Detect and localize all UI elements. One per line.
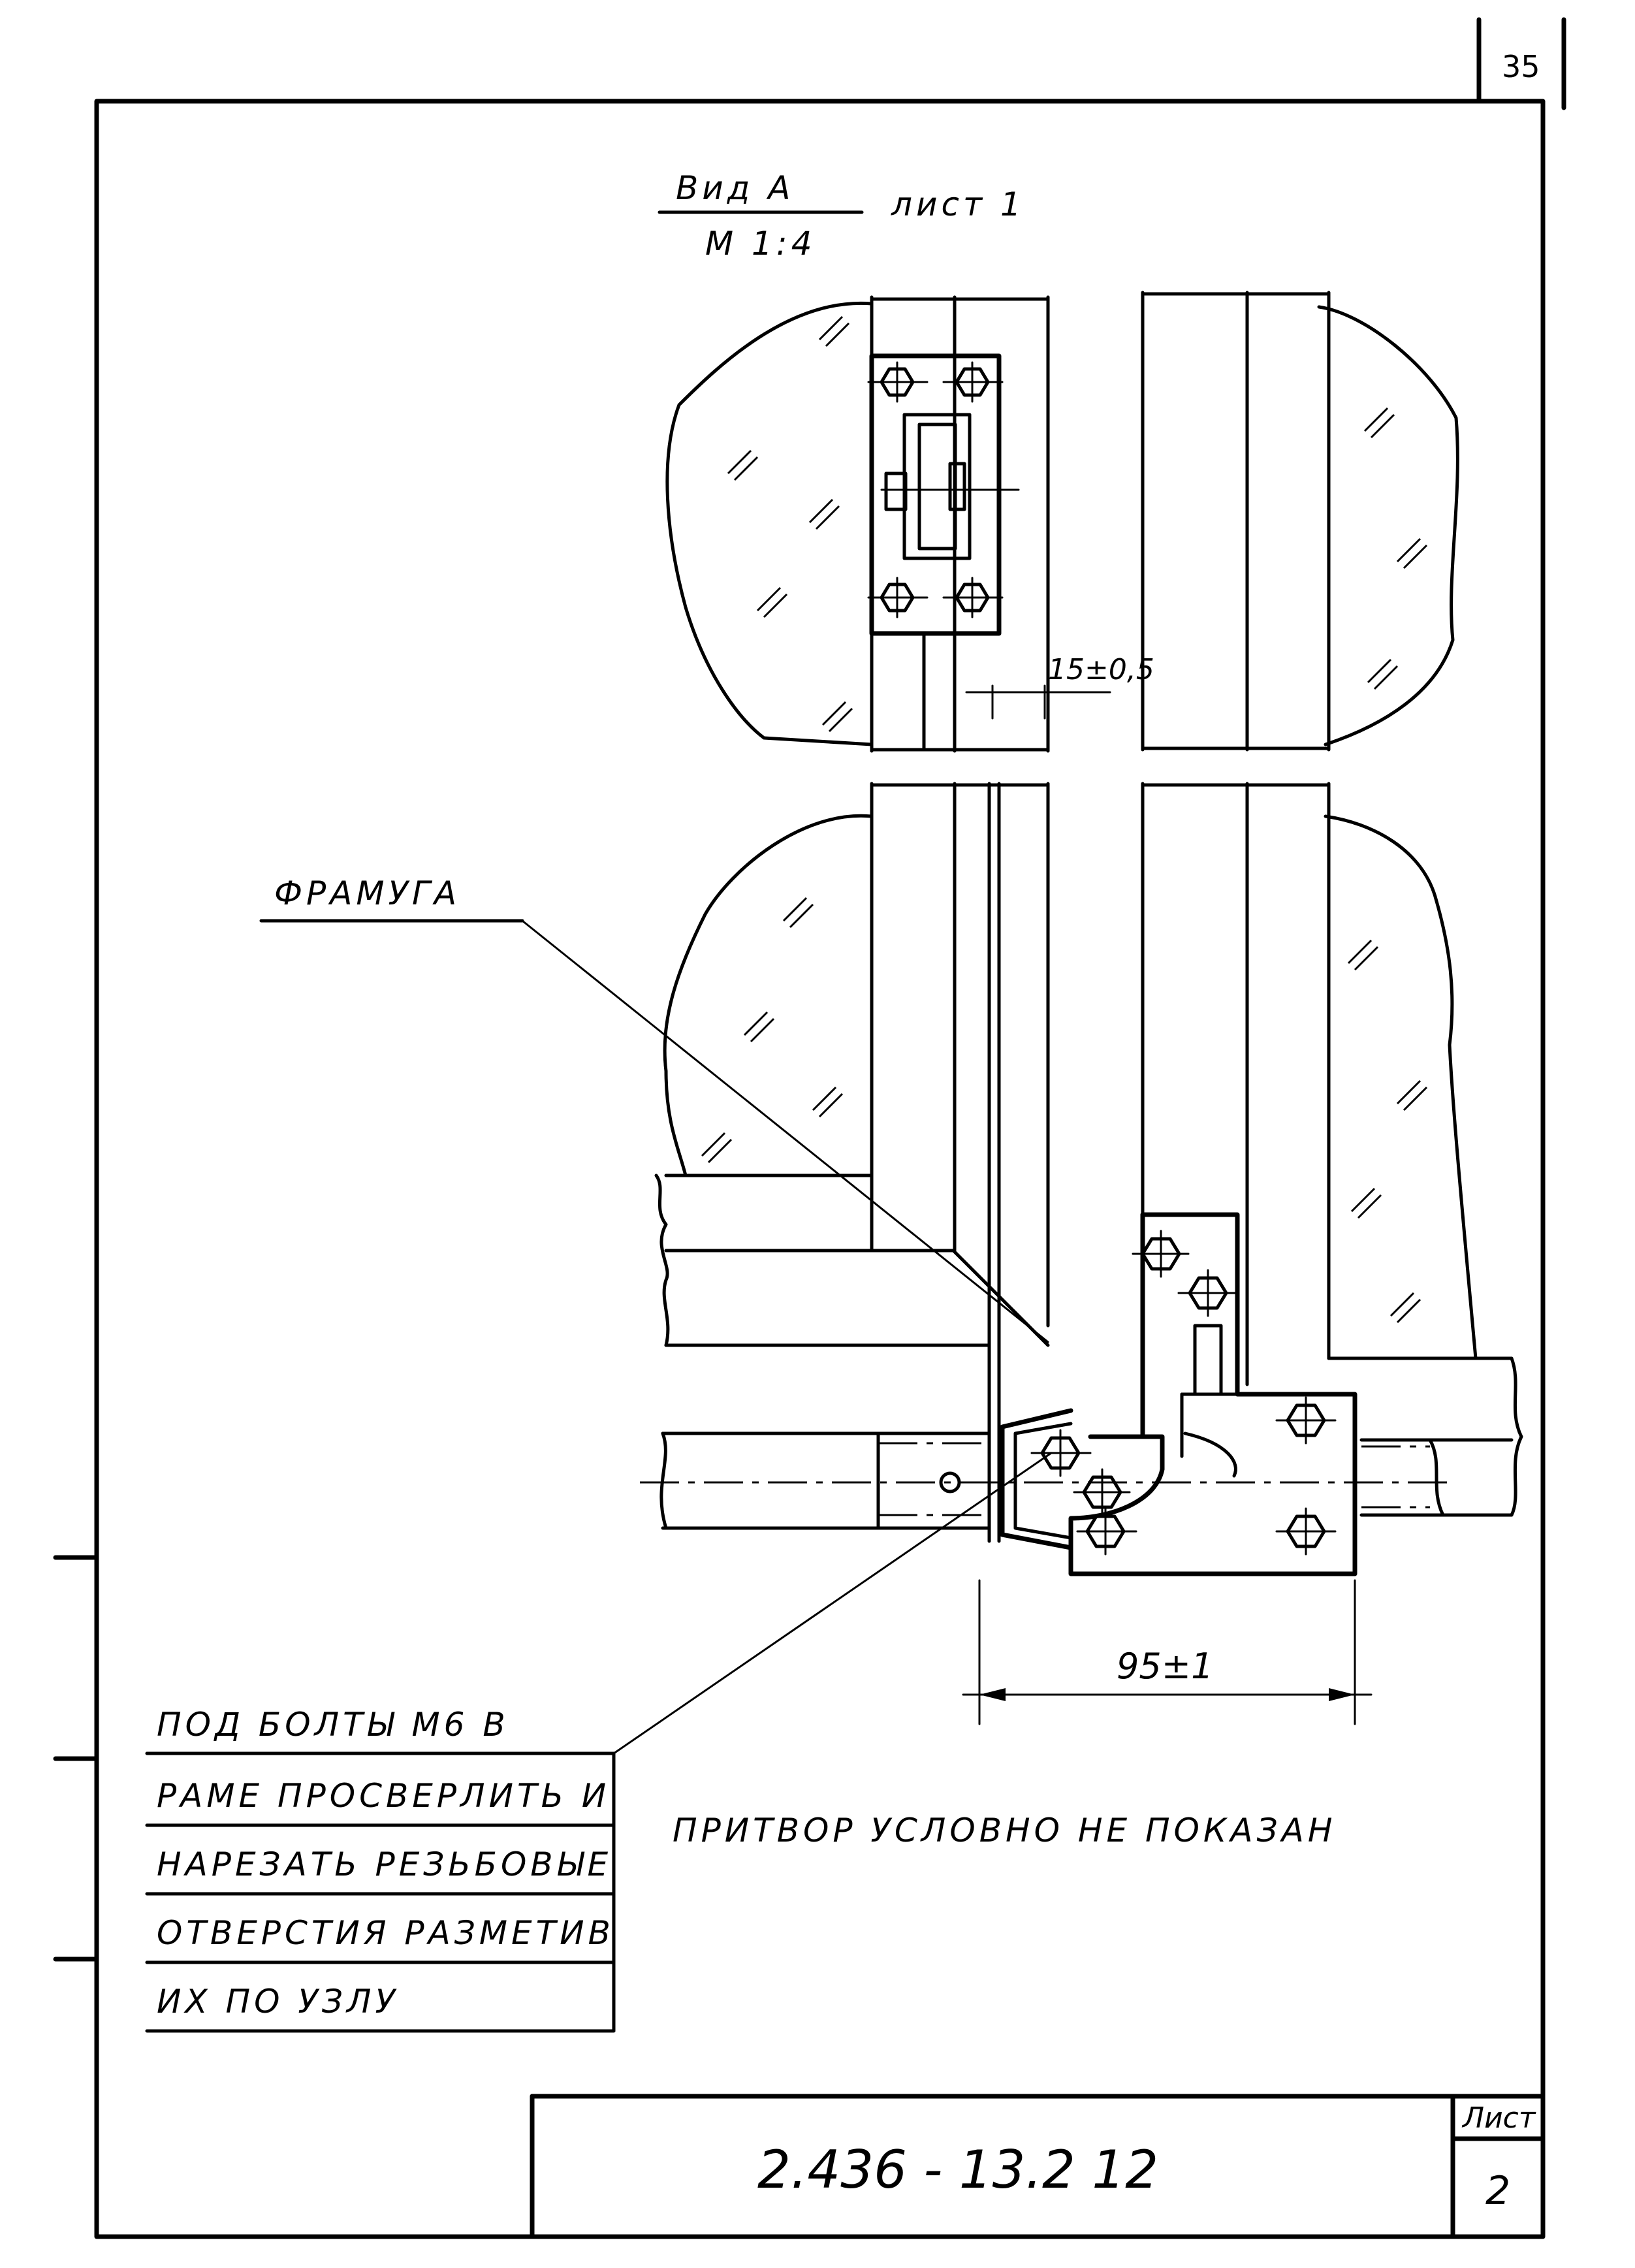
bolt-icon [867,361,929,403]
view-title: Вид А [676,169,794,207]
note-line-4: ОТВЕРСТИЯ РАЗМЕТИВ [157,1914,614,1952]
bolt-icon [1030,1429,1092,1477]
dimension-gap: 15±0,5 [1048,653,1154,686]
note-line-2: РАМЕ ПРОСВЕРЛИТЬ И [157,1777,610,1815]
document-code: 2.436 - 13.2 12 [757,2139,1158,2200]
view-title-block: Вид А М 1:4 лист 1 [658,169,1025,263]
bolt-icon [1275,1396,1337,1445]
remark-text: ПРИТВОР УСЛОВНО НЕ ПОКАЗАН [673,1812,1336,1849]
view-sheet-ref: лист 1 [891,185,1025,223]
bolt-icon [1132,1230,1190,1278]
note-line-5: ИХ ПО УЗЛУ [157,1983,399,2020]
dimension-width: 95±1 [1117,1646,1213,1687]
corner-sheet-number: 35 [1502,49,1540,84]
lower-detail: 95±1 [640,782,1523,1725]
bolt-icon [942,577,1004,618]
title-block: 2.436 - 13.2 12 Лист 2 [530,2094,1546,2239]
label-transom: ФРАМУГА [274,874,460,912]
bolt-icon [1073,1468,1131,1516]
sheet-number: 2 [1485,2168,1510,2214]
bolt-icon [1275,1507,1337,1556]
sheet-label: Лист [1461,2101,1536,2135]
view-scale: М 1:4 [705,225,816,263]
bolt-icon [942,361,1004,403]
note-line-1: ПОД БОЛТЫ М6 В [157,1706,509,1744]
bolt-note: ПОД БОЛТЫ М6 В РАМЕ ПРОСВЕРЛИТЬ И НАРЕЗА… [145,1452,1053,2033]
bolt-icon [1177,1269,1239,1317]
transom-callout: ФРАМУГА [259,874,1049,1343]
bolt-icon [1076,1507,1137,1556]
sheet-frame [53,17,1566,2239]
upper-detail: 15±0,5 [665,291,1459,753]
bolt-icon [867,577,929,618]
note-line-3: НАРЕЗАТЬ РЕЗЬБОВЫЕ [157,1845,612,1883]
